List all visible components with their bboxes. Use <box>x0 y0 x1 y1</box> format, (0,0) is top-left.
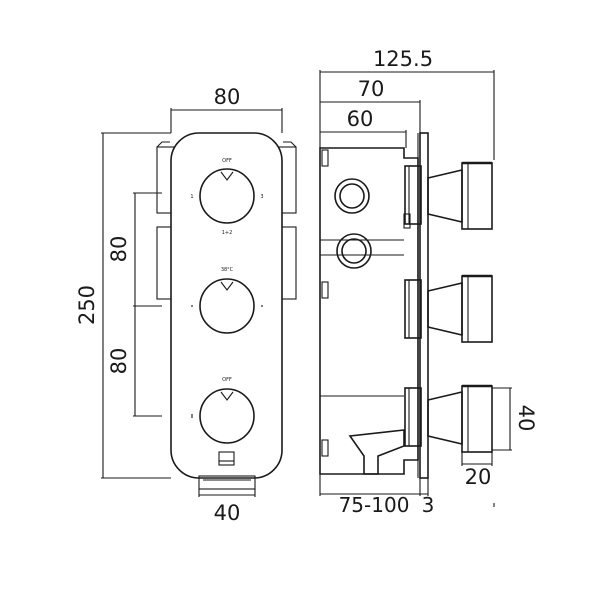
dim-front-height-label: 250 <box>75 285 99 325</box>
top-dial-label-top: OFF <box>222 158 232 164</box>
side-view: 125.5 70 60 75-100 3 4 <box>319 47 538 517</box>
middle-dial-label-top: 38°C <box>221 267 234 273</box>
dim-handle-height-label: 40 <box>514 405 538 432</box>
middle-dial: 38°C <box>191 267 263 334</box>
dim-side-install: 75-100 3 <box>319 474 495 517</box>
wall-plate <box>417 132 429 479</box>
dim-side-60: 60 <box>320 107 407 148</box>
dim-side-60-label: 60 <box>347 107 374 131</box>
top-dial: OFF 1 3 1+2 <box>190 158 263 236</box>
faceplate <box>170 132 283 479</box>
dim-front-width-label: 80 <box>214 85 241 109</box>
dim-front-spacing-upper-label: 80 <box>107 236 131 263</box>
dim-side-install-label: 75-100 <box>339 493 410 517</box>
dim-front-base: 40 <box>198 489 256 525</box>
dim-front-width: 80 <box>170 85 283 133</box>
dim-handle-height: 40 <box>492 387 538 451</box>
top-dial-label-right: 3 <box>260 194 263 200</box>
dim-side-plate-label: 3 <box>422 493 435 517</box>
dim-front-base-label: 40 <box>214 501 241 525</box>
handle-bottom <box>404 384 493 453</box>
bottom-dial-label-top: OFF <box>222 377 232 383</box>
bottom-dial: OFF <box>191 377 255 444</box>
dim-side-70: 70 <box>320 77 421 133</box>
handle-top <box>404 161 493 230</box>
dim-handle-width-label: 20 <box>465 465 492 489</box>
top-dial-label-left: 1 <box>190 194 193 200</box>
outlet-elbow <box>348 429 405 475</box>
dim-front-height: 250 <box>75 132 171 479</box>
inlet-circles <box>334 178 372 269</box>
front-view: OFF 1 3 1+2 38°C OFF <box>75 85 297 525</box>
handle-middle <box>404 274 493 343</box>
dim-handle-width: 20 <box>461 452 493 489</box>
dim-side-total-label: 125.5 <box>373 47 433 71</box>
top-dial-label-bottom: 1+2 <box>222 230 233 236</box>
dim-side-total: 125.5 <box>319 47 495 160</box>
dim-front-spacing: 80 80 <box>107 192 162 417</box>
base-block <box>198 475 256 490</box>
logo-square <box>218 451 235 466</box>
dim-front-spacing-lower-label: 80 <box>107 348 131 375</box>
dim-side-70-label: 70 <box>358 77 385 101</box>
